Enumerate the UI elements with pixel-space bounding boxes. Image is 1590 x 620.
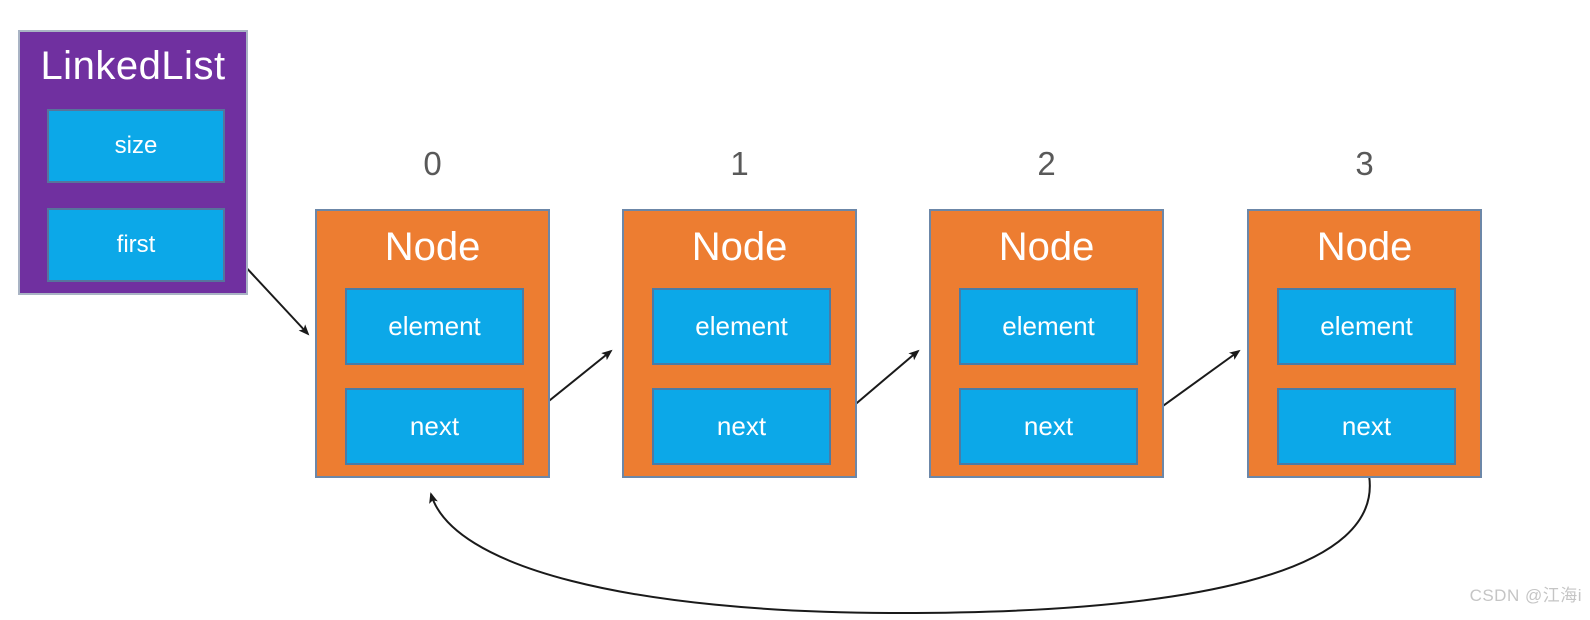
node-box-3: Node element next (1247, 209, 1482, 478)
node-field-element: element (652, 288, 831, 365)
linkedlist-field-first: first (47, 208, 225, 282)
node-index-3: 3 (1355, 145, 1374, 182)
csdn-watermark: CSDN @江海i (1469, 586, 1582, 605)
node-title: Node (1316, 225, 1413, 269)
linkedlist-box: LinkedList size first (18, 30, 248, 295)
arrow-node3-next-to-node0-curved (429, 465, 1371, 615)
node-field-next: next (652, 388, 831, 465)
node-box-2: Node element next (929, 209, 1164, 478)
node-field-element: element (345, 288, 524, 365)
node-field-element: element (959, 288, 1138, 365)
node-box-1: Node element next (622, 209, 857, 478)
linkedlist-field-size: size (47, 109, 225, 183)
node-title: Node (998, 225, 1095, 269)
node-index-0: 0 (423, 145, 442, 182)
node-title: Node (384, 225, 481, 269)
node-title: Node (691, 225, 788, 269)
node-box-0: Node element next (315, 209, 550, 478)
node-field-element: element (1277, 288, 1456, 365)
linkedlist-title: LinkedList (40, 44, 226, 88)
node-field-next: next (959, 388, 1138, 465)
node-field-next: next (345, 388, 524, 465)
node-field-next: next (1277, 388, 1456, 465)
node-index-1: 1 (730, 145, 749, 182)
node-index-2: 2 (1037, 145, 1056, 182)
